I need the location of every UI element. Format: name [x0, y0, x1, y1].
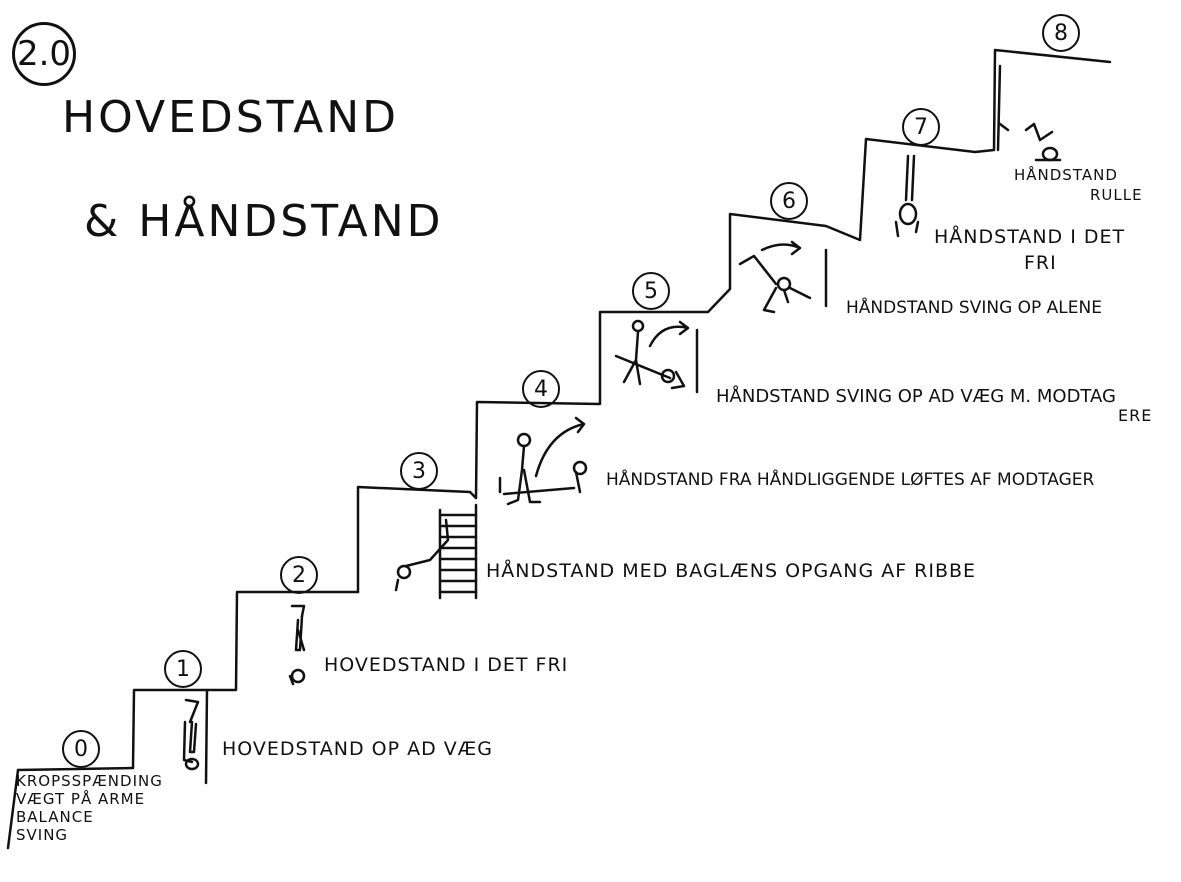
step-2-label: HOVEDSTAND I DET FRI [324, 654, 568, 676]
step-7-figure [896, 156, 918, 236]
step-2-figure [290, 606, 304, 684]
step-7-number: 7 [902, 108, 940, 146]
step-5-number: 5 [632, 272, 670, 310]
step-1-label: HOVEDSTAND OP AD VÆG [222, 738, 493, 760]
step-4-label: HÅNDSTAND FRA HÅNDLIGGENDE LØFTES AF MOD… [606, 470, 1094, 490]
step-6-number: 6 [770, 182, 808, 220]
step-8-label-cont: RULLE [1090, 186, 1143, 204]
step-3-number: 3 [400, 452, 438, 490]
step-5-figure [616, 321, 697, 392]
step-0-line-3: BALANCE [16, 808, 163, 826]
step-0-line-1: KROPSSPÆNDING [16, 772, 163, 790]
step-6-label: HÅNDSTAND SVING OP ALENE [846, 298, 1102, 318]
title-line-2: & HÅNDSTAND [84, 196, 444, 247]
step-4-figure [500, 418, 586, 504]
step-4-number: 4 [522, 370, 560, 408]
title-badge-text: 2.0 [17, 34, 71, 74]
step-8-label: HÅNDSTAND [1014, 166, 1118, 184]
step-5-label: HÅNDSTAND SVING OP AD VÆG M. MODTAG [716, 386, 1116, 407]
step-5-label-cont: ERE [1118, 406, 1152, 425]
title-line-1: HOVEDSTAND [62, 92, 399, 143]
title-badge: 2.0 [12, 22, 76, 86]
step-8-figure [998, 66, 1060, 160]
step-3-wallbars [396, 505, 476, 598]
step-6-figure [740, 242, 826, 312]
step-0-line-4: SVING [16, 826, 163, 844]
step-2-number: 2 [280, 556, 318, 594]
step-0-number: 0 [62, 730, 100, 768]
step-1-number: 1 [164, 650, 202, 688]
step-1-figure [184, 690, 207, 783]
step-0-tread [18, 768, 133, 770]
stair-profile [133, 50, 1110, 768]
step-0-text: KROPSSPÆNDING VÆGT PÅ ARME BALANCE SVING [16, 772, 163, 844]
step-7-label-cont: FRI [1024, 252, 1057, 274]
step-7-label: HÅNDSTAND I DET [934, 226, 1125, 248]
step-3-label: HÅNDSTAND MED BAGLÆNS OPGANG AF RIBBE [486, 560, 976, 582]
step-8-number: 8 [1042, 14, 1080, 52]
step-0-line-2: VÆGT PÅ ARME [16, 790, 163, 808]
